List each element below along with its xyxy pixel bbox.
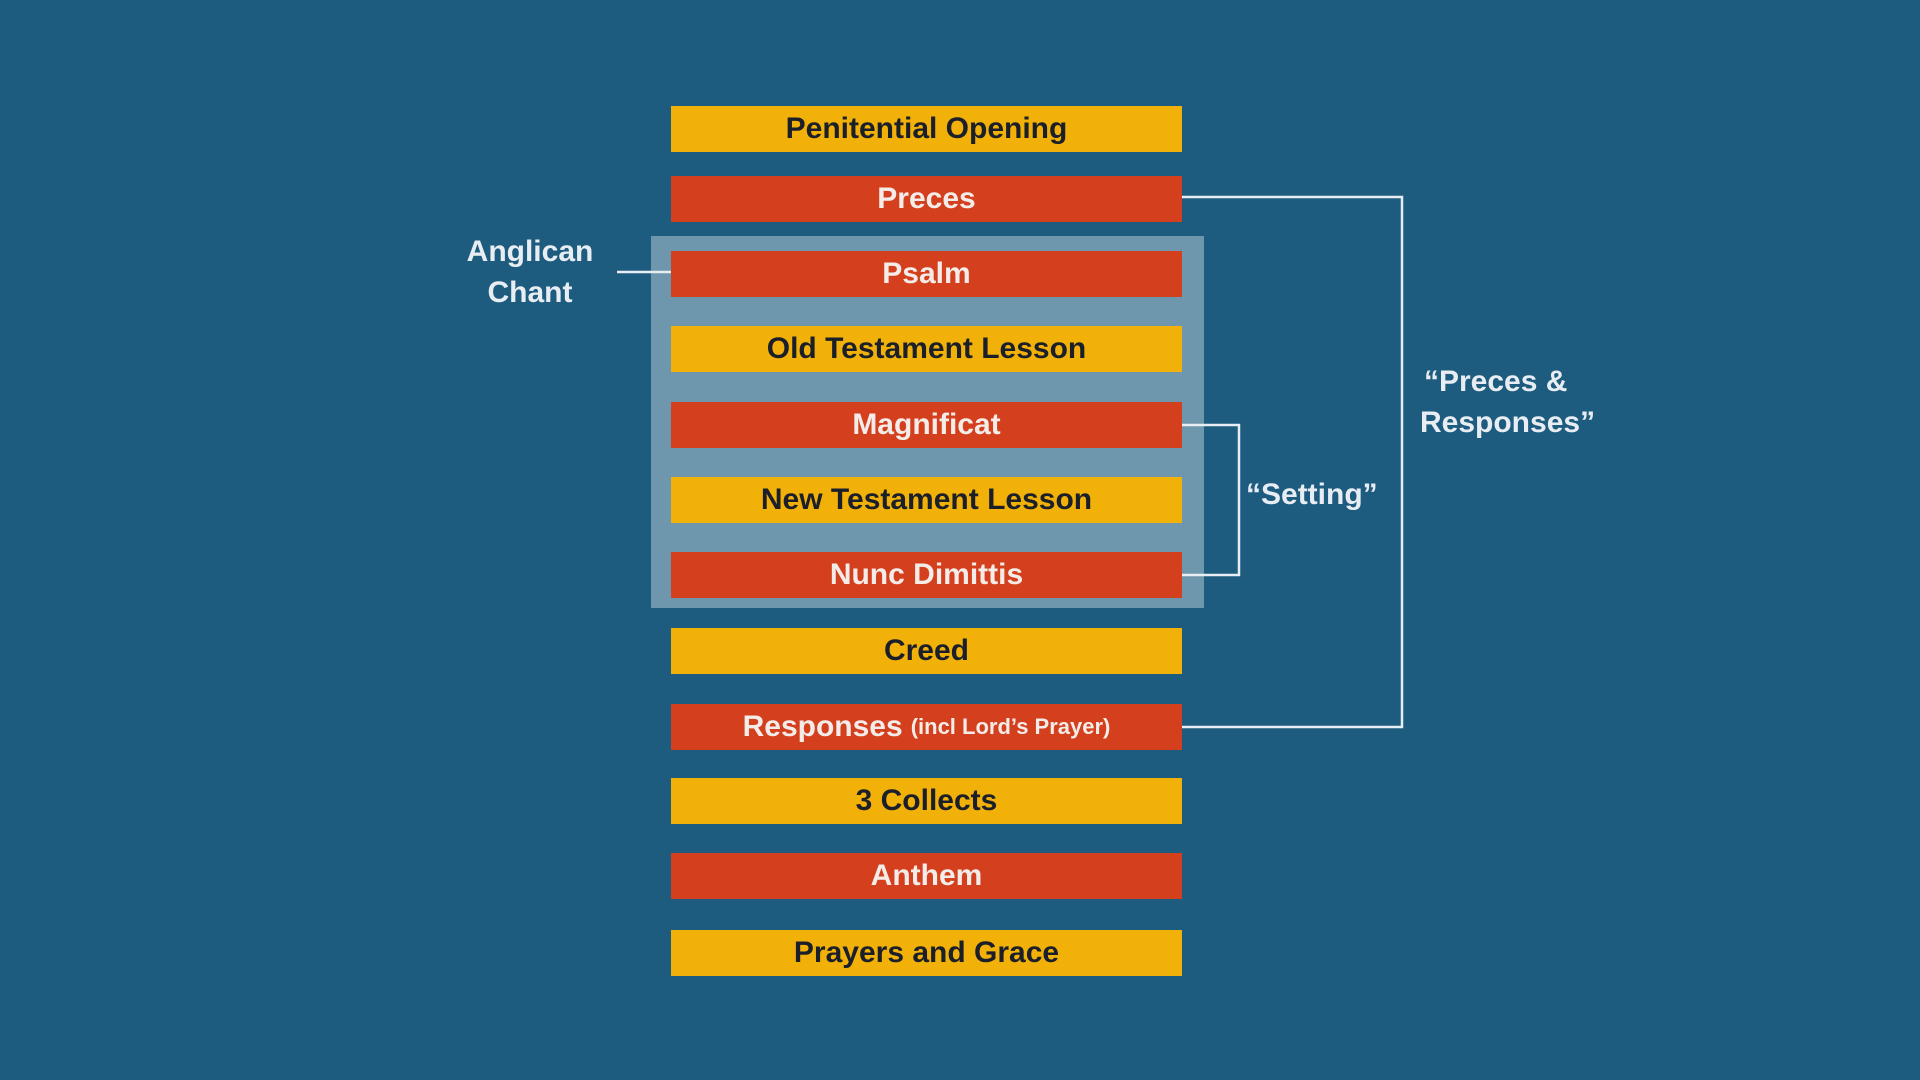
anglican-chant-line-2: Chant xyxy=(487,276,573,309)
item-prayers-and-grace: Prayers and Grace xyxy=(671,930,1182,976)
item-preces: Preces xyxy=(671,176,1182,222)
item-3-collects: 3 Collects xyxy=(671,778,1182,824)
item-new-testament-lesson: New Testament Lesson xyxy=(671,477,1182,523)
item-label: 3 Collects xyxy=(855,784,998,817)
item-note: (incl Lord’s Prayer) xyxy=(910,714,1111,739)
item-nunc-dimittis: Nunc Dimittis xyxy=(671,552,1182,598)
item-label: New Testament Lesson xyxy=(760,483,1093,516)
item-psalm: Psalm xyxy=(671,251,1182,297)
preces-responses-line-1: “Preces & xyxy=(1424,365,1568,398)
anglican-chant-label: Anglican Chant xyxy=(440,231,620,313)
item-label: Magnificat xyxy=(852,408,1001,441)
item-label: Penitential Opening xyxy=(785,112,1068,145)
preces-responses-label: “Preces & Responses” xyxy=(1420,361,1595,443)
item-creed: Creed xyxy=(671,628,1182,674)
setting-label: “Setting” xyxy=(1246,478,1378,511)
preces-responses-bracket xyxy=(1182,195,1404,729)
item-label: Nunc Dimittis xyxy=(829,558,1024,591)
item-penitential-opening: Penitential Opening xyxy=(671,106,1182,152)
item-label: Prayers and Grace xyxy=(793,936,1060,969)
item-label: Responses xyxy=(742,710,903,743)
item-responses: Responses (incl Lord’s Prayer) xyxy=(671,704,1182,750)
preces-responses-line-2: Responses” xyxy=(1420,406,1596,439)
anglican-chant-line-1: Anglican xyxy=(466,235,594,268)
item-label: Preces xyxy=(877,182,976,215)
item-label: Psalm xyxy=(882,257,971,290)
item-magnificat: Magnificat xyxy=(671,402,1182,448)
item-anthem: Anthem xyxy=(671,853,1182,899)
item-label: Creed xyxy=(883,634,970,667)
item-old-testament-lesson: Old Testament Lesson xyxy=(671,326,1182,372)
item-label: Old Testament Lesson xyxy=(766,332,1087,365)
item-label: Anthem xyxy=(870,859,983,892)
